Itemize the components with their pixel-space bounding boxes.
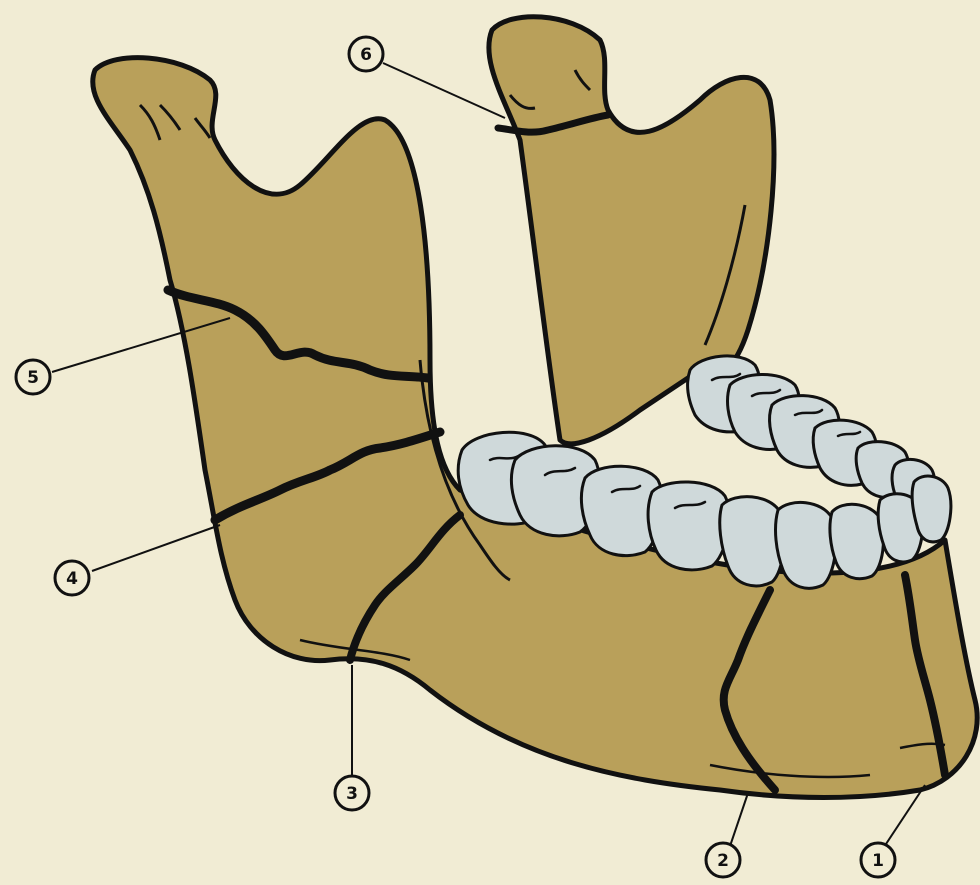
tooth [648,482,729,570]
callout-1: 1 [861,843,895,877]
callout-2: 2 [706,843,740,877]
callout-3-label: 3 [346,784,358,804]
far-teeth-row [688,356,935,511]
callout-6: 6 [349,37,383,71]
callout-2-label: 2 [717,851,729,871]
leader-4 [92,525,220,571]
tooth [830,504,884,578]
callout-4-label: 4 [66,569,78,589]
callout-4: 4 [55,561,89,595]
tooth [720,497,784,586]
callout-5-label: 5 [27,368,39,388]
callout-3: 3 [335,776,369,810]
tooth [912,476,951,542]
callout-6-label: 6 [360,45,372,65]
leader-6 [383,63,505,118]
callout-5: 5 [16,360,50,394]
tooth [776,502,836,588]
callout-1-label: 1 [872,851,884,871]
